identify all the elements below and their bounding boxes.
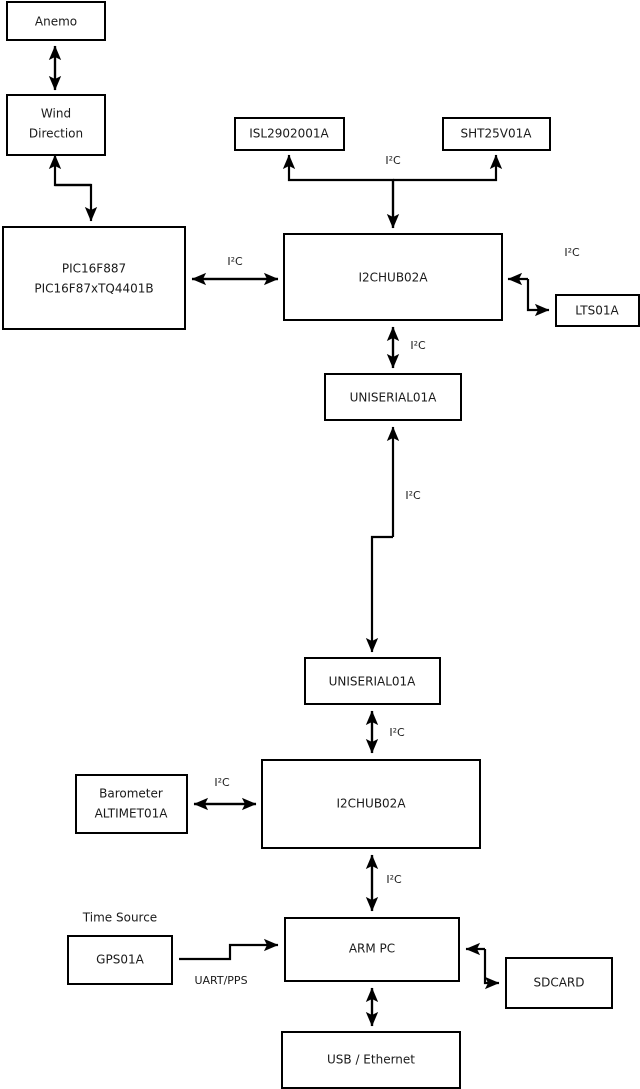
node-arm-pc[interactable]: ARM PC	[284, 917, 460, 982]
edge-label-sensors-to-hub-top: I²C	[385, 154, 401, 167]
node-barometer-label-line2: ALTIMET01A	[95, 807, 169, 821]
node-gps01a-label: GPS01A	[96, 953, 144, 967]
node-uniserial01a-bottom-label: UNISERIAL01A	[329, 675, 417, 689]
edge-label-barometer-to-hub-bot: I²C	[214, 776, 230, 789]
node-wind-direction-label-line2: Direction	[29, 127, 83, 141]
node-barometer-label-line1: Barometer	[99, 787, 163, 801]
node-anemo-label: Anemo	[35, 15, 77, 29]
edge-label-pic-to-hub-top: I²C	[227, 255, 243, 268]
node-arm-pc-label: ARM PC	[349, 942, 395, 956]
node-isl2902001a[interactable]: ISL2902001A	[234, 117, 345, 151]
node-sht25v01a[interactable]: SHT25V01A	[442, 117, 551, 151]
edge-label-uniserial-link: I²C	[405, 489, 421, 502]
connector-gps-armpc	[179, 938, 279, 961]
node-pic-mcu[interactable]: PIC16F887 PIC16F87xTQ4401B	[2, 226, 186, 330]
node-pic-label-line2: PIC16F87xTQ4401B	[34, 282, 153, 296]
node-i2chub02a-bottom[interactable]: I2CHUB02A	[261, 759, 481, 849]
node-sdcard[interactable]: SDCARD	[505, 957, 613, 1009]
connector-wind-pic	[48, 154, 98, 222]
edge-label-hub-bot-to-armpc: I²C	[386, 873, 402, 886]
node-gps01a[interactable]: GPS01A	[67, 935, 173, 985]
connector-uniserial-link	[365, 426, 400, 653]
node-pic-label-line1: PIC16F887	[62, 262, 126, 276]
connector-armpc-sdcard	[465, 942, 500, 990]
node-sht25v01a-label: SHT25V01A	[461, 127, 533, 141]
label-time-source: Time Source	[82, 911, 157, 925]
edge-label-gps-to-armpc: UART/PPS	[194, 974, 247, 987]
node-isl2902001a-label: ISL2902001A	[249, 127, 329, 141]
edge-label-hub-top-to-lts: I²C	[564, 246, 580, 259]
node-uniserial01a-top-label: UNISERIAL01A	[350, 391, 438, 405]
node-barometer[interactable]: Barometer ALTIMET01A	[75, 774, 188, 834]
node-i2chub02a-top[interactable]: I2CHUB02A	[283, 233, 503, 321]
connector-hubtop-lts	[507, 272, 550, 317]
node-lts01a[interactable]: LTS01A	[555, 294, 640, 327]
node-i2chub02a-top-label: I2CHUB02A	[358, 271, 428, 285]
node-anemo[interactable]: Anemo	[6, 1, 106, 41]
node-usb-ethernet-label: USB / Ethernet	[327, 1053, 415, 1067]
node-wind-direction-label-line1: Wind	[41, 107, 71, 121]
edge-label-hub-top-to-uniserial-top: I²C	[410, 339, 426, 352]
node-uniserial01a-top[interactable]: UNISERIAL01A	[324, 373, 462, 421]
node-lts01a-label: LTS01A	[575, 304, 619, 318]
node-uniserial01a-bottom[interactable]: UNISERIAL01A	[304, 657, 441, 705]
node-i2chub02a-bottom-label: I2CHUB02A	[336, 797, 406, 811]
edge-label-uniserial-bot-to-hub-bot: I²C	[389, 726, 405, 739]
node-usb-ethernet[interactable]: USB / Ethernet	[281, 1031, 461, 1089]
node-sdcard-label: SDCARD	[533, 976, 584, 990]
node-wind-direction[interactable]: Wind Direction	[6, 94, 106, 156]
connector-hubtop-sensors	[282, 154, 503, 229]
